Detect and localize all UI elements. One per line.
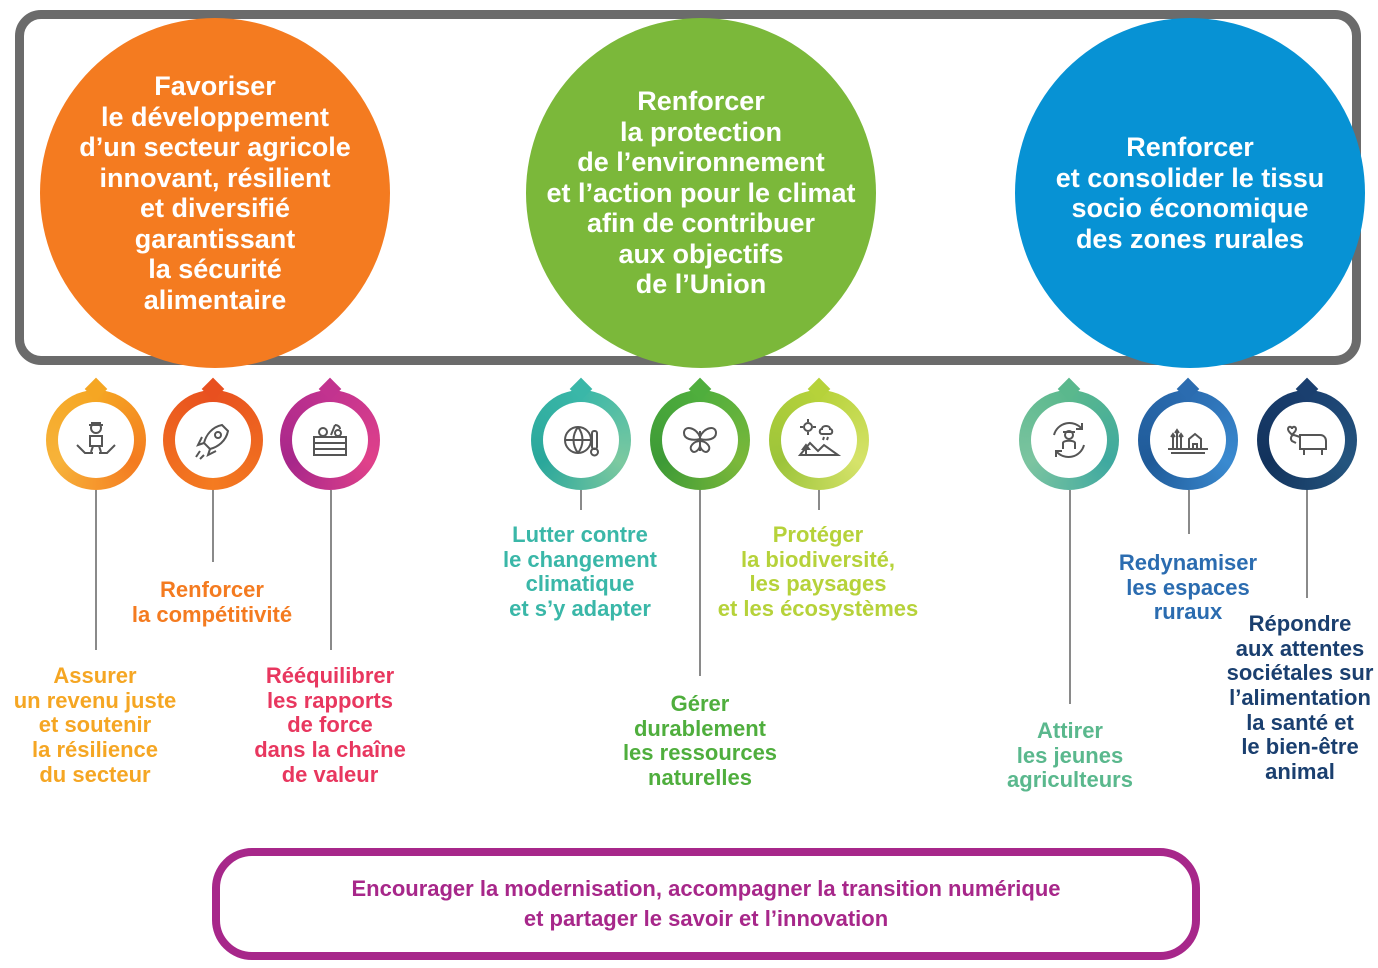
objective-text-rural: Renforcer et consolider le tissu socio é… bbox=[1055, 132, 1325, 254]
objective-circle-rural: Renforcer et consolider le tissu socio é… bbox=[1015, 18, 1365, 368]
specific-objective-5: Gérer durablement les ressources naturel… bbox=[622, 691, 778, 790]
connector-line-3 bbox=[330, 490, 332, 650]
connector-line-6 bbox=[818, 490, 820, 510]
specific-objective-icon-3 bbox=[280, 377, 380, 490]
connector-line-9 bbox=[1306, 490, 1308, 598]
butterfly-icon bbox=[682, 427, 718, 453]
specific-objective-4: Lutter contre le changement climatique e… bbox=[502, 522, 658, 621]
cow-health-icon bbox=[1286, 425, 1327, 455]
connector-line-4 bbox=[580, 490, 582, 510]
objective-circle-agriculture: Favoriser le développement d’un secteur … bbox=[40, 18, 390, 368]
specific-objective-icon-1 bbox=[46, 377, 146, 490]
crosscutting-objective-box: Encourager la modernisation, accompagner… bbox=[212, 848, 1200, 960]
specific-objective-icon-4 bbox=[531, 377, 631, 490]
objective-text-agriculture: Favoriser le développement d’un secteur … bbox=[79, 71, 351, 315]
connector-line-1 bbox=[95, 490, 97, 650]
connector-line-8 bbox=[1188, 490, 1190, 534]
specific-objective-icon-6 bbox=[769, 377, 869, 490]
specific-objective-2: Renforcer la compétitivité bbox=[131, 577, 293, 627]
farmer-hands-icon bbox=[76, 422, 116, 454]
specific-objective-7: Attirer les jeunes agriculteurs bbox=[1007, 718, 1133, 793]
specific-objective-9: Répondre aux attentes sociétales sur l’a… bbox=[1226, 611, 1374, 784]
specific-objective-icon-5 bbox=[650, 377, 750, 490]
connector-line-5 bbox=[699, 490, 701, 676]
objective-circle-environment: Renforcer la protection de l’environneme… bbox=[526, 18, 876, 368]
specific-objective-3: Rééquilibrer les rapports de force dans … bbox=[254, 663, 406, 787]
specific-objective-icon-2 bbox=[163, 377, 263, 490]
globe-thermometer-icon bbox=[564, 426, 599, 457]
rural-village-icon bbox=[1168, 428, 1208, 454]
specific-objective-icon-9 bbox=[1257, 377, 1357, 490]
produce-crate-icon bbox=[313, 424, 347, 456]
connector-line-2 bbox=[212, 490, 214, 562]
specific-objective-8: Redynamiser les espaces ruraux bbox=[1118, 550, 1258, 625]
crosscutting-objective-text: Encourager la modernisation, accompagner… bbox=[351, 876, 1061, 931]
farmer-cycle-icon bbox=[1053, 422, 1085, 458]
specific-objective-6: Protéger la biodiversité, les paysages e… bbox=[717, 522, 919, 621]
specific-objective-1: Assurer un revenu juste et soutenir la r… bbox=[13, 663, 177, 787]
objective-text-environment: Renforcer la protection de l’environneme… bbox=[546, 86, 856, 300]
connector-line-7 bbox=[1069, 490, 1071, 704]
landscape-weather-icon bbox=[797, 419, 842, 456]
specific-objective-icon-8 bbox=[1138, 377, 1238, 490]
specific-objective-icon-7 bbox=[1019, 377, 1119, 490]
rocket-icon bbox=[195, 423, 230, 460]
